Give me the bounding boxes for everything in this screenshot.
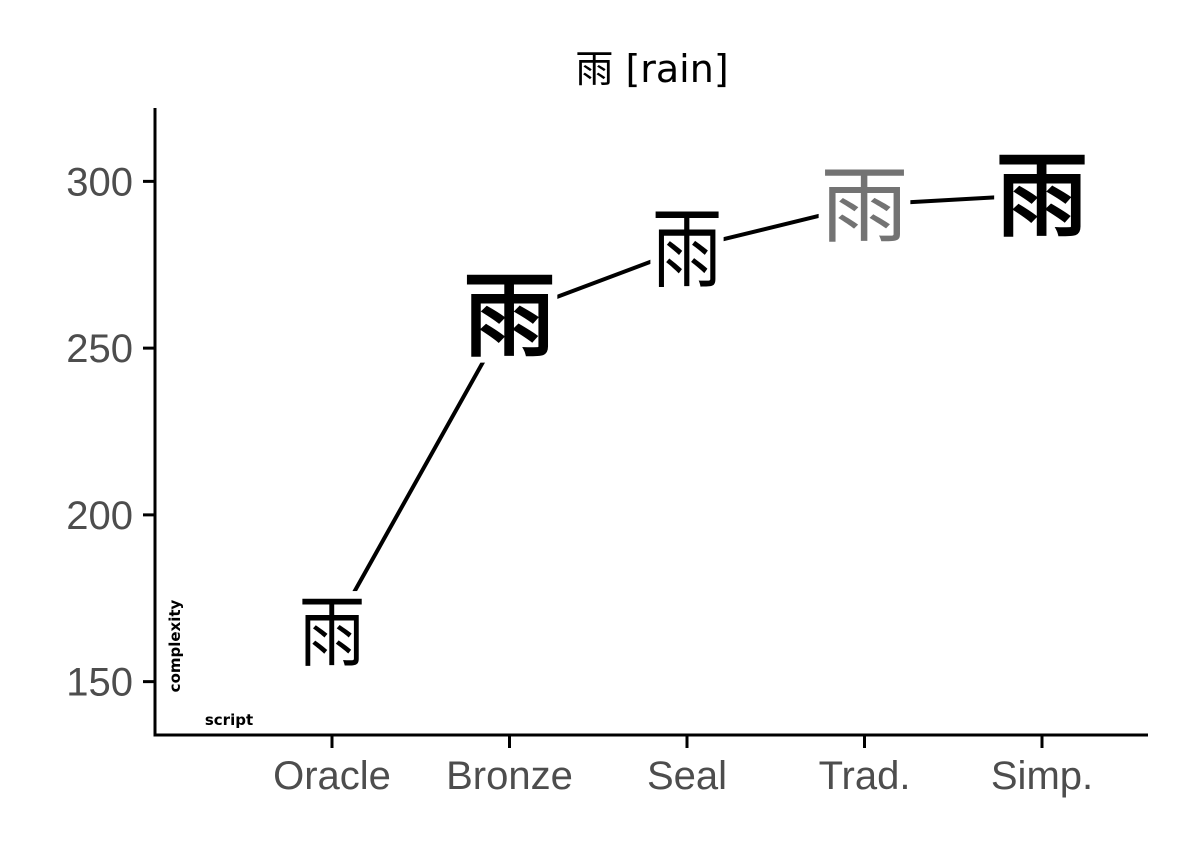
x-axis: Oracle Bronze Seal Trad. Simp. — [153, 733, 1148, 798]
y-axis-title: complexity — [166, 599, 184, 692]
y-tick-label: 150 — [66, 661, 133, 705]
y-tick-label: 300 — [66, 160, 133, 204]
glyph-marker-bg — [461, 266, 558, 363]
glyph-marker-bg — [994, 146, 1090, 243]
glyph-marker-seal: 雨 — [652, 198, 722, 301]
x-tick-label: Seal — [647, 754, 727, 798]
glyph-marker-bg — [818, 161, 911, 249]
chart-title: 雨 [rain] — [575, 47, 728, 91]
y-tick-label: 250 — [66, 327, 133, 371]
x-axis-title: script — [205, 711, 253, 729]
glyph-marker-bg — [650, 202, 724, 294]
y-tick-label: 200 — [66, 494, 133, 538]
glyph-marker-bronze: 雨 — [463, 263, 555, 370]
x-tick-label: Oracle — [273, 754, 391, 798]
x-tick-label: Simp. — [991, 754, 1093, 798]
y-axis: 150 200 250 300 — [66, 108, 157, 737]
x-tick-label: Bronze — [446, 754, 573, 798]
glyph-marker-bg — [297, 591, 367, 673]
x-tick-label: Trad. — [819, 754, 911, 798]
glyph-marker-trad: 雨 — [820, 158, 908, 256]
glyph-marker-oracle: 雨 — [299, 589, 365, 680]
glyph-marker-group: 雨雨雨雨雨 — [297, 143, 1090, 680]
glyph-marker-simp: 雨 — [996, 143, 1088, 250]
